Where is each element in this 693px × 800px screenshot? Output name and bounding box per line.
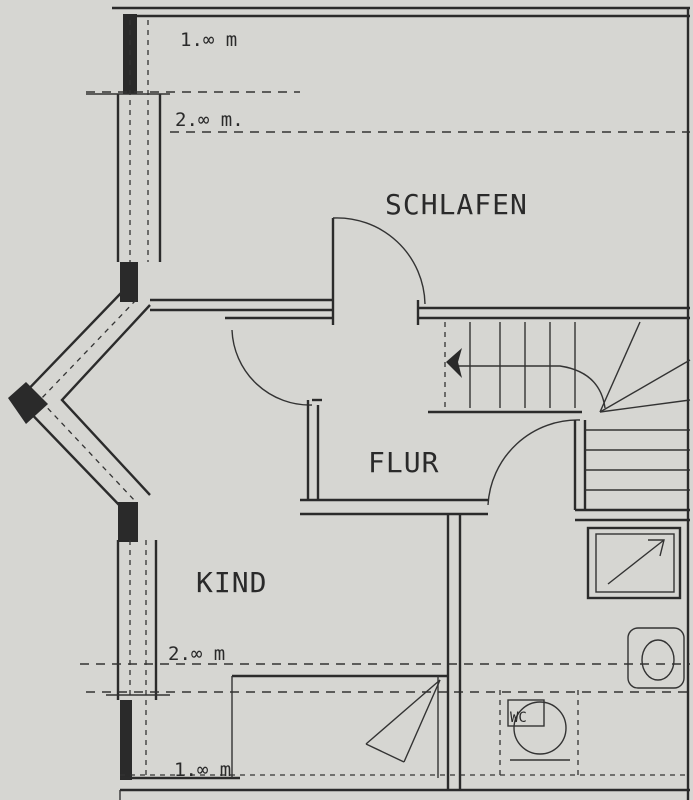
door-schlafen	[331, 217, 426, 305]
ceiling-height-lines	[80, 91, 690, 776]
door-kind	[231, 329, 322, 406]
outer-walls	[112, 6, 690, 800]
left-wall-lower	[106, 540, 240, 780]
left-wall-upper	[86, 14, 170, 302]
height-label-bottom-1m: 1.∞ m	[174, 759, 231, 781]
toilet	[499, 690, 579, 780]
bay-window	[8, 291, 151, 542]
room-label-flur: FLUR	[368, 446, 439, 479]
height-label-bottom-2m: 2.∞ m	[168, 643, 225, 665]
kind-wardrobe	[231, 674, 448, 778]
shower-tray	[586, 526, 682, 600]
height-label-top-2m: 2.∞ m.	[175, 109, 244, 131]
wc-label: WC	[510, 710, 527, 726]
wall-schlafen	[150, 298, 690, 325]
wall-flur	[300, 400, 690, 790]
room-label-schlafen: SCHLAFEN	[385, 188, 528, 221]
staircase	[444, 321, 691, 491]
height-label-top-1m: 1.∞ m	[180, 29, 237, 51]
door-flur	[487, 419, 581, 506]
room-label-kind: KIND	[196, 566, 267, 599]
washbasin	[627, 627, 685, 689]
